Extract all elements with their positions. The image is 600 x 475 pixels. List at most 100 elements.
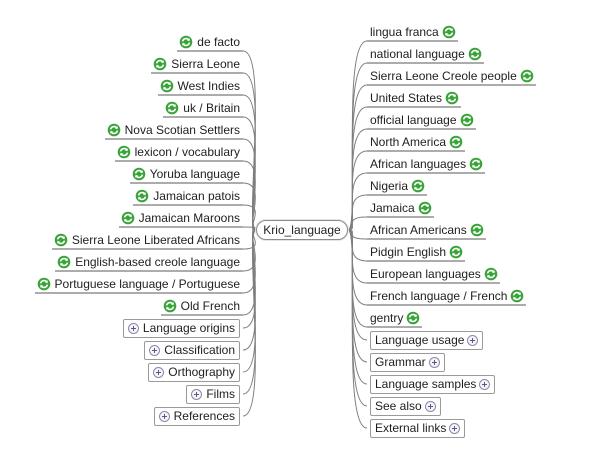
central-topic-label: Krio_language bbox=[263, 223, 341, 237]
topic-sierra-leone-creole-people[interactable]: Sierra Leone Creole people bbox=[370, 67, 534, 85]
topic-label: United States bbox=[370, 91, 443, 105]
topic-references[interactable]: References bbox=[153, 407, 240, 426]
refresh-icon bbox=[117, 145, 131, 159]
topic-language-usage[interactable]: Language usage bbox=[370, 331, 484, 350]
topic-label: uk / Britain bbox=[183, 101, 240, 115]
topic-label: See also bbox=[375, 399, 422, 413]
refresh-icon bbox=[179, 35, 193, 49]
topic-north-america[interactable]: North America bbox=[370, 133, 463, 151]
topic-pidgin-english[interactable]: Pidgin English bbox=[370, 243, 463, 261]
topic-jamaica[interactable]: Jamaica bbox=[370, 199, 432, 217]
topic-classification[interactable]: Classification bbox=[144, 341, 240, 360]
refresh-icon bbox=[54, 233, 68, 247]
topic-label: French language / French bbox=[370, 289, 508, 303]
refresh-icon bbox=[160, 79, 174, 93]
topic-language-origins[interactable]: Language origins bbox=[122, 319, 240, 338]
topic-label: Yoruba language bbox=[149, 167, 240, 181]
topic-see-also[interactable]: See also bbox=[370, 397, 441, 416]
expand-icon[interactable] bbox=[428, 357, 440, 368]
topic-official-language[interactable]: official language bbox=[370, 111, 474, 129]
topic-portuguese-language-portuguese[interactable]: Portuguese language / Portuguese bbox=[37, 275, 240, 293]
topic-de-facto[interactable]: de facto bbox=[179, 33, 240, 51]
expand-icon[interactable] bbox=[127, 323, 139, 334]
topic-label: English-based creole language bbox=[75, 255, 240, 269]
topic-grammar[interactable]: Grammar bbox=[370, 353, 445, 372]
topic-label: Jamaican Maroons bbox=[138, 211, 240, 225]
topic-label: Language usage bbox=[375, 333, 465, 347]
topic-jamaican-maroons[interactable]: Jamaican Maroons bbox=[121, 209, 240, 227]
refresh-icon bbox=[57, 255, 71, 269]
topic-label: Films bbox=[206, 387, 235, 401]
refresh-icon bbox=[165, 101, 179, 115]
connector-line bbox=[242, 226, 257, 231]
connector-line bbox=[242, 229, 257, 417]
topic-national-language[interactable]: national language bbox=[370, 45, 482, 63]
expand-icon[interactable] bbox=[467, 335, 479, 346]
topic-african-americans[interactable]: African Americans bbox=[370, 221, 484, 239]
refresh-icon bbox=[418, 201, 432, 215]
topic-uk-britain[interactable]: uk / Britain bbox=[165, 99, 240, 117]
topic-label: lingua franca bbox=[370, 25, 439, 39]
topic-lexicon-vocabulary[interactable]: lexicon / vocabulary bbox=[117, 143, 240, 161]
topic-lingua-franca[interactable]: lingua franca bbox=[370, 23, 456, 41]
topic-label: Portuguese language / Portuguese bbox=[54, 277, 240, 291]
topic-nigeria[interactable]: Nigeria bbox=[370, 177, 425, 195]
topic-french-language-french[interactable]: French language / French bbox=[370, 287, 524, 305]
expand-icon[interactable] bbox=[191, 389, 203, 400]
topic-english-based-creole-language[interactable]: English-based creole language bbox=[57, 253, 240, 271]
topic-african-languages[interactable]: African languages bbox=[370, 155, 483, 173]
topic-jamaican-patois[interactable]: Jamaican patois bbox=[135, 187, 240, 205]
connector-line bbox=[347, 128, 368, 231]
refresh-icon bbox=[469, 157, 483, 171]
refresh-icon bbox=[406, 311, 420, 325]
topic-orthography[interactable]: Orthography bbox=[148, 363, 240, 382]
topic-label: Nigeria bbox=[370, 179, 409, 193]
topic-label: Nova Scotian Settlers bbox=[124, 123, 240, 137]
refresh-icon bbox=[37, 277, 51, 291]
topic-united-states[interactable]: United States bbox=[370, 89, 459, 107]
topic-films[interactable]: Films bbox=[186, 385, 240, 404]
topic-label: official language bbox=[370, 113, 457, 127]
refresh-icon bbox=[442, 25, 456, 39]
topic-language-samples[interactable]: Language samples bbox=[370, 375, 496, 394]
topic-label: Classification bbox=[164, 343, 235, 357]
central-topic[interactable]: Krio_language bbox=[256, 220, 348, 240]
refresh-icon bbox=[107, 123, 121, 137]
expand-icon[interactable] bbox=[158, 411, 170, 422]
topic-label: European languages bbox=[370, 267, 481, 281]
topic-label: West Indies bbox=[177, 79, 240, 93]
connector-line bbox=[347, 62, 368, 231]
topic-label: Language origins bbox=[142, 321, 235, 335]
connector-line bbox=[347, 229, 368, 429]
topic-gentry[interactable]: gentry bbox=[370, 309, 420, 327]
topic-label: Grammar bbox=[375, 355, 426, 369]
expand-icon[interactable] bbox=[449, 423, 461, 434]
connector-line bbox=[347, 229, 368, 407]
topic-west-indies[interactable]: West Indies bbox=[160, 77, 240, 95]
topic-old-french[interactable]: Old French bbox=[163, 297, 240, 315]
expand-icon[interactable] bbox=[479, 379, 491, 390]
topic-label: References bbox=[173, 409, 235, 423]
refresh-icon bbox=[460, 113, 474, 127]
topic-nova-scotian-settlers[interactable]: Nova Scotian Settlers bbox=[107, 121, 240, 139]
topic-label: Language samples bbox=[375, 377, 477, 391]
refresh-icon bbox=[468, 47, 482, 61]
refresh-icon bbox=[121, 211, 135, 225]
expand-icon[interactable] bbox=[149, 345, 161, 356]
topic-external-links[interactable]: External links bbox=[370, 419, 466, 438]
topic-sierra-leone-liberated-africans[interactable]: Sierra Leone Liberated Africans bbox=[54, 231, 240, 249]
expand-icon[interactable] bbox=[424, 401, 436, 412]
topic-label: External links bbox=[375, 421, 447, 435]
topic-label: Jamaican patois bbox=[153, 189, 240, 203]
connector-line bbox=[347, 229, 368, 341]
connector-line bbox=[347, 194, 368, 231]
topic-european-languages[interactable]: European languages bbox=[370, 265, 498, 283]
topic-yoruba-language[interactable]: Yoruba language bbox=[132, 165, 240, 183]
topic-label: Pidgin English bbox=[370, 245, 447, 259]
topic-sierra-leone[interactable]: Sierra Leone bbox=[153, 55, 240, 73]
topic-label: national language bbox=[370, 47, 465, 61]
refresh-icon bbox=[135, 189, 149, 203]
expand-icon[interactable] bbox=[153, 367, 165, 378]
connector-line bbox=[347, 229, 368, 363]
